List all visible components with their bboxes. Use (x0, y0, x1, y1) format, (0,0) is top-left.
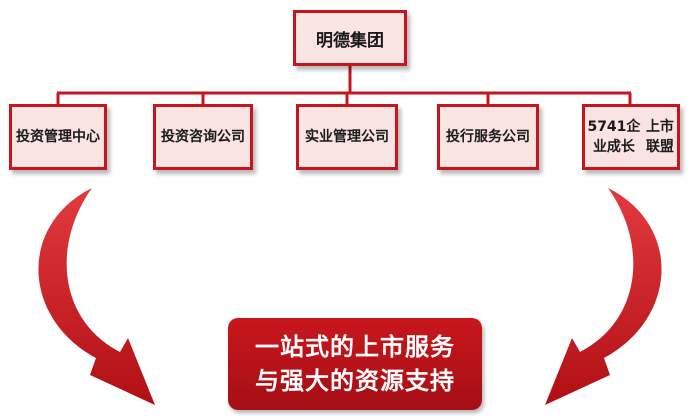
left-curved-arrow-icon (38, 188, 155, 405)
unit-box-growth-alliance: 5741企业成长 上市联盟 (582, 104, 680, 170)
unit-label-line-2: 上市联盟 (645, 119, 674, 155)
root-node-box: 明德集团 (293, 10, 407, 66)
slogan-line-2: 与强大的资源支持 (255, 367, 455, 395)
root-node-label: 明德集团 (316, 30, 384, 51)
unit-label-line-1: 5741企业成长 (587, 119, 641, 155)
unit-label: 投资咨询公司 (161, 129, 245, 145)
unit-box-investment-banking: 投行服务公司 (437, 104, 539, 170)
unit-label: 投行服务公司 (446, 129, 530, 145)
right-curved-arrow-icon (545, 188, 662, 405)
unit-box-investment-management: 投资管理中心 (9, 104, 107, 170)
unit-label: 实业管理公司 (305, 129, 389, 145)
unit-box-industrial-management: 实业管理公司 (296, 104, 398, 170)
unit-box-investment-consulting: 投资咨询公司 (153, 104, 253, 170)
slogan-banner: 一站式的上市服务 与强大的资源支持 (228, 318, 482, 410)
unit-label: 投资管理中心 (16, 129, 100, 145)
slogan-line-1: 一站式的上市服务 (255, 333, 455, 361)
